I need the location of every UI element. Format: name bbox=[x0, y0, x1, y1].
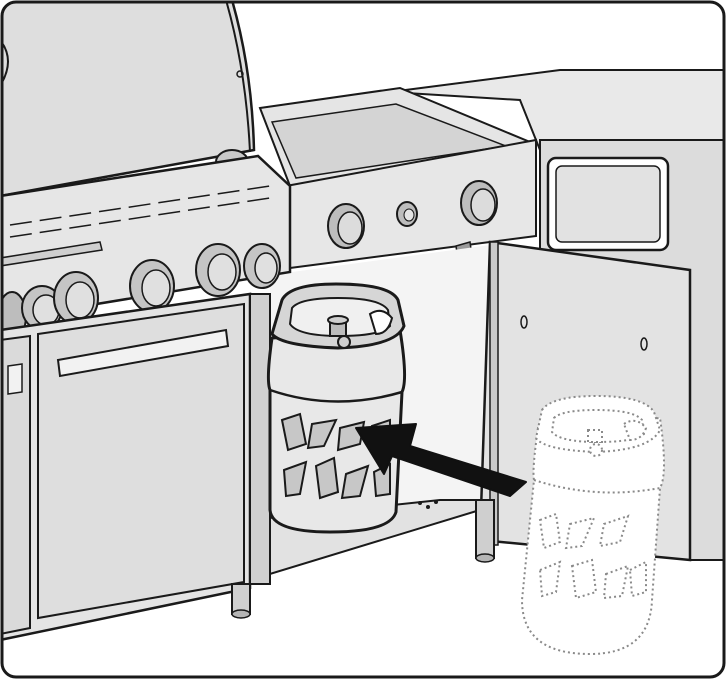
side-knob-right bbox=[461, 181, 497, 225]
gas-cylinder-icon bbox=[268, 284, 404, 532]
grill-cabinet bbox=[0, 294, 270, 640]
side-knob-left bbox=[328, 204, 364, 248]
side-igniter bbox=[397, 202, 417, 226]
ghost-gas-cylinder-icon bbox=[522, 396, 664, 654]
